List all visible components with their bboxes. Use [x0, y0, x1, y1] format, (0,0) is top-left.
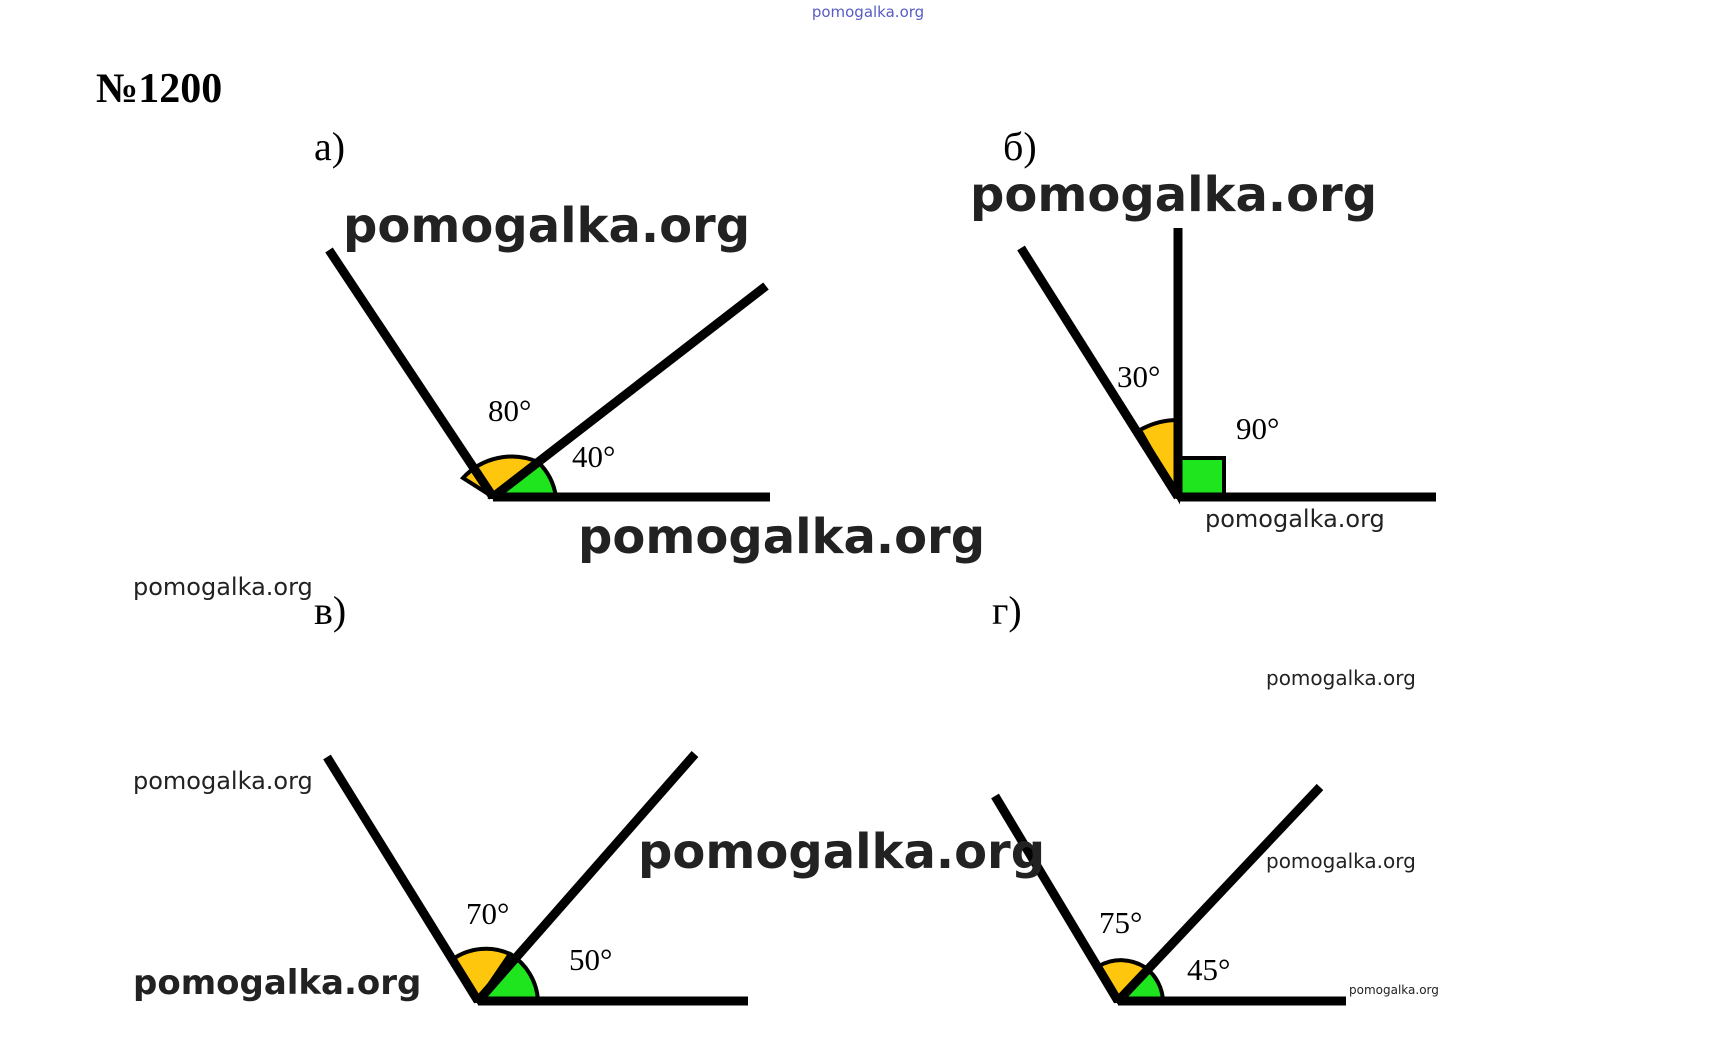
diagram-c-label: в)	[314, 588, 346, 633]
watermark: pomogalka.org	[578, 509, 985, 565]
diagram-a-outer-ray	[325, 247, 497, 500]
diagram-b-outer-ray	[1017, 245, 1182, 500]
watermark: pomogalka.org	[1266, 666, 1416, 690]
diagram-a-angle1-label: 80°	[488, 393, 531, 428]
diagram-d: г) 75° 45°	[991, 588, 1346, 1006]
diagram-c-angle1-label: 70°	[466, 896, 509, 931]
watermark-layer: pomogalka.org pomogalka.org pomogalka.or…	[133, 167, 1439, 1003]
watermark: pomogalka.org	[133, 767, 313, 795]
diagram-a-label: а)	[314, 124, 345, 169]
diagram-b-angle2-label: 90°	[1236, 411, 1279, 446]
diagram-b-green-square	[1176, 456, 1226, 499]
diagram-b-angle1-label: 30°	[1117, 359, 1160, 394]
diagram-a-middle-ray	[490, 282, 769, 501]
watermark: pomogalka.org	[133, 573, 313, 601]
watermark: pomogalka.org	[133, 963, 421, 1003]
diagram-a-angle2-label: 40°	[572, 439, 615, 474]
watermark: pomogalka.org	[1349, 983, 1439, 997]
watermark: pomogalka.org	[1205, 505, 1385, 533]
diagram-b-label: б)	[1003, 124, 1037, 169]
watermark: pomogalka.org	[638, 824, 1045, 880]
diagram-c-angle2-label: 50°	[569, 942, 612, 977]
diagram-d-outer-ray	[991, 793, 1122, 1004]
problem-number: №1200	[96, 66, 222, 112]
diagram-c-outer-ray	[323, 754, 482, 1004]
watermark: pomogalka.org	[970, 167, 1377, 223]
diagram-a: а) 80° 40°	[314, 124, 770, 502]
diagram-b: б) 30° 90°	[1003, 124, 1436, 505]
diagram-d-label: г)	[992, 588, 1022, 633]
watermark: pomogalka.org	[1266, 849, 1416, 873]
diagram-d-middle-ray	[1114, 783, 1324, 1005]
diagram-d-angle2-label: 45°	[1187, 952, 1230, 987]
diagram-d-angle1-label: 75°	[1099, 905, 1142, 940]
diagram-c-middle-ray	[474, 751, 699, 1004]
diagram-c: в) 70° 50°	[314, 588, 748, 1006]
header-watermark: pomogalka.org	[812, 3, 924, 21]
watermark: pomogalka.org	[343, 198, 750, 254]
